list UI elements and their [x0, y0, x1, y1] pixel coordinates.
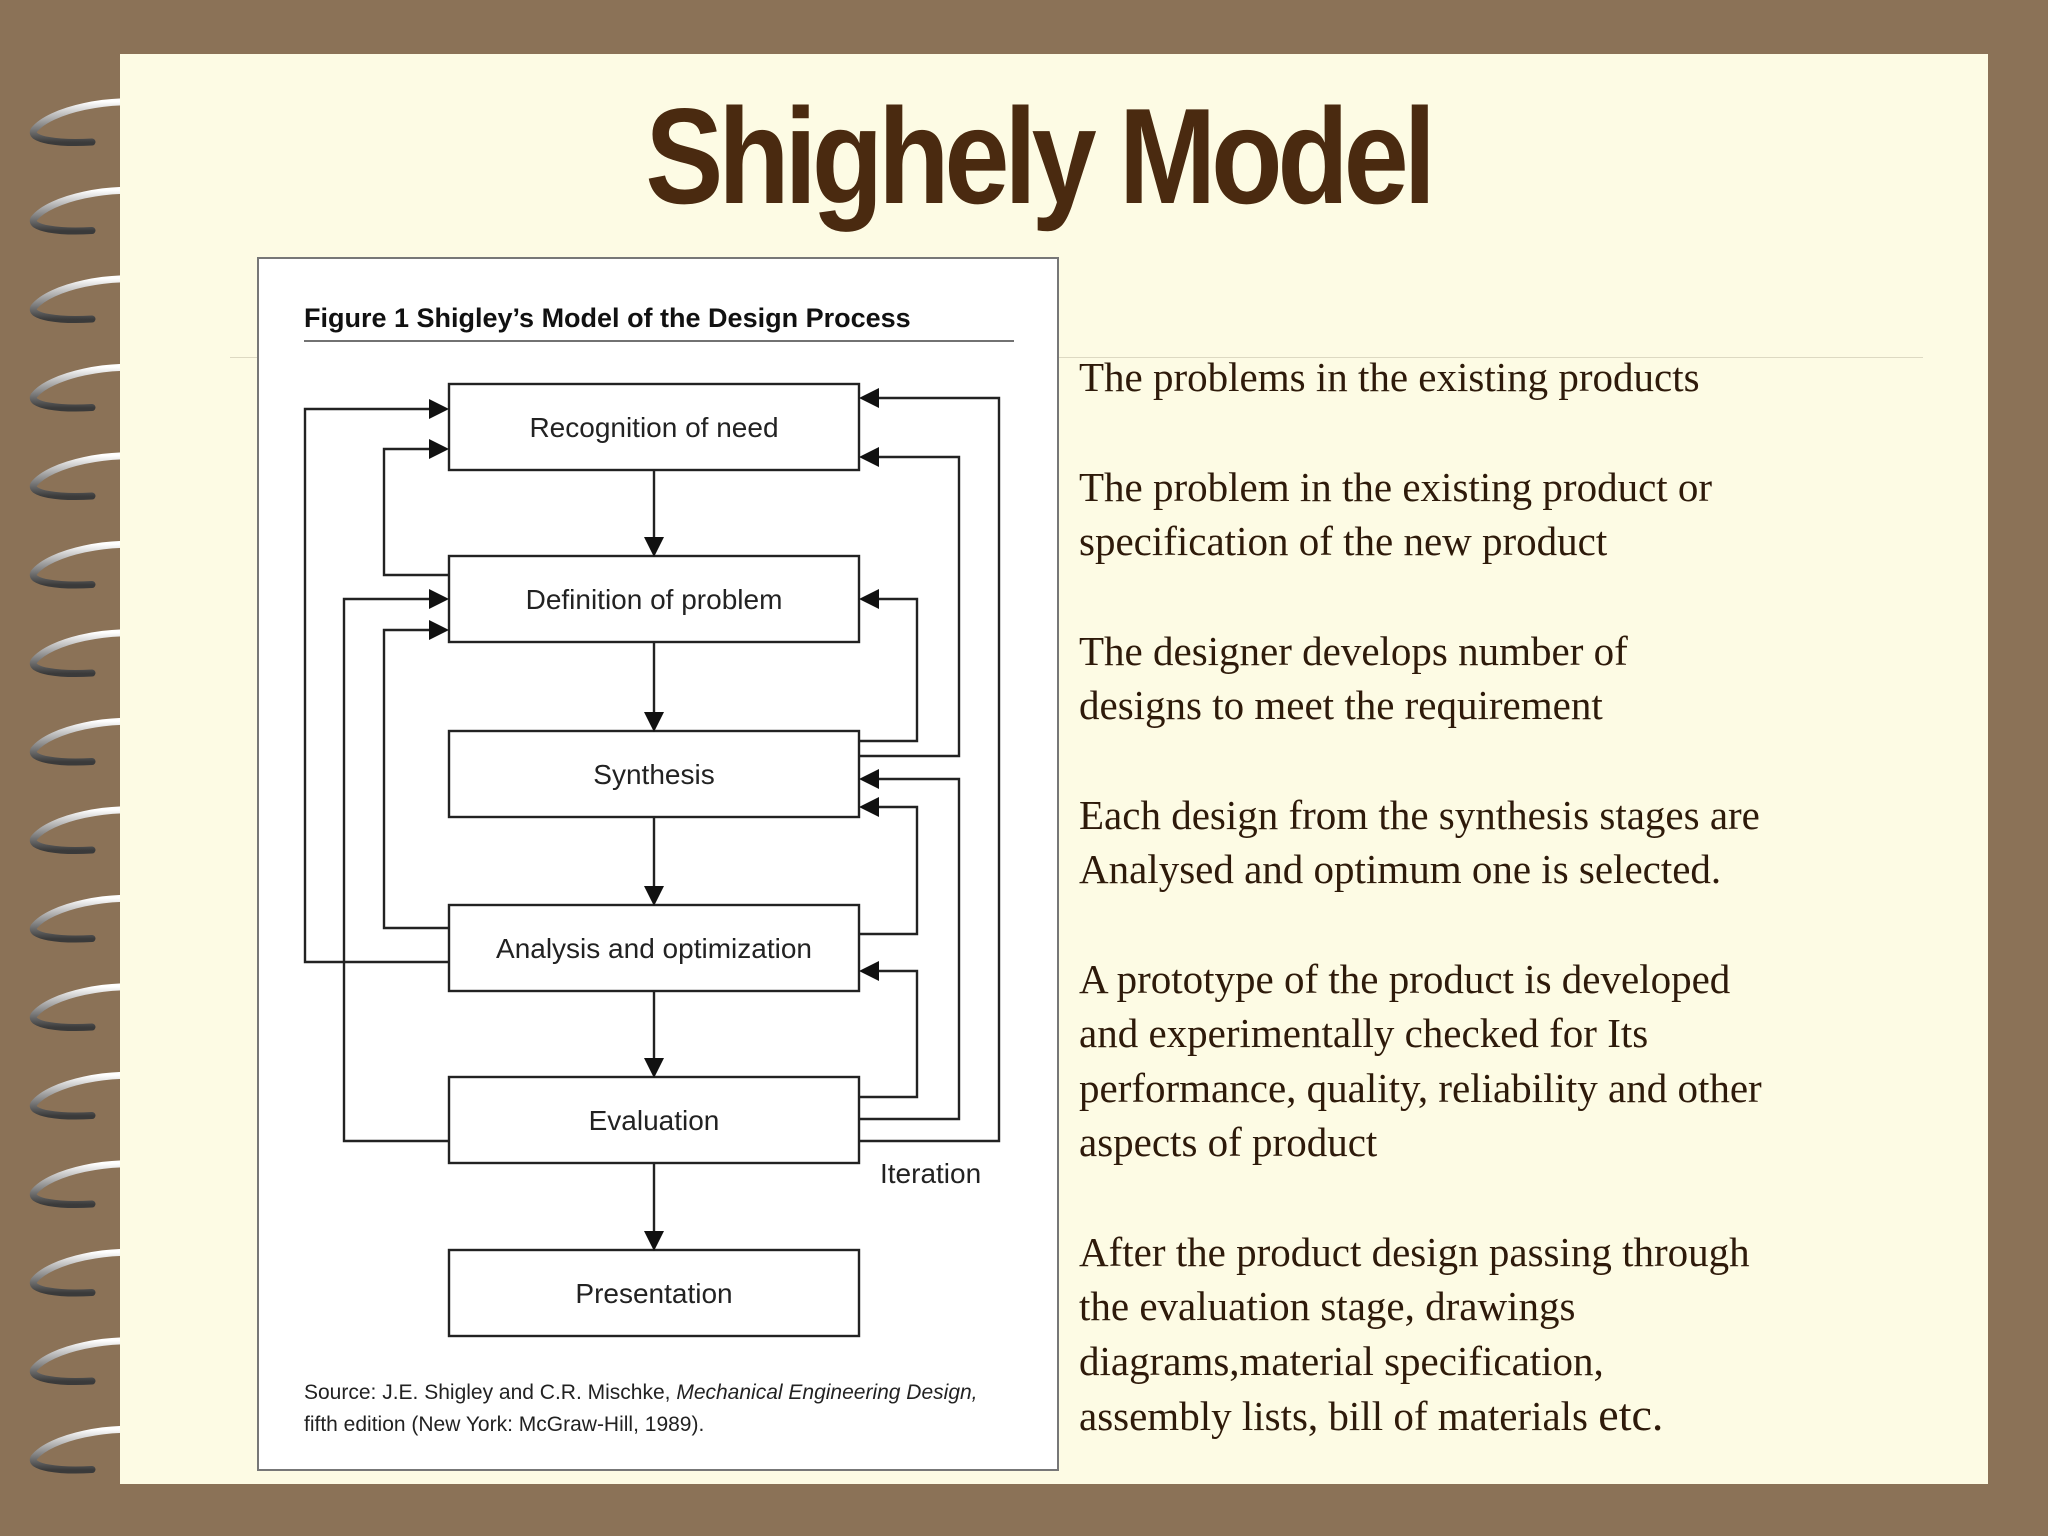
description-recognition: The problems in the existing products — [1079, 354, 1700, 400]
box-label: Presentation — [575, 1278, 732, 1309]
description-evaluation: A prototype of the product is developed … — [1079, 955, 1762, 1166]
box-recognition-of-need: Recognition of need — [447, 382, 861, 472]
page-rule-line — [230, 357, 1923, 358]
box-evaluation: Evaluation — [447, 1075, 861, 1165]
design-process-diagram: Figure 1 Shigley’s Model of the Design P… — [303, 303, 1014, 1436]
description-synthesis: The designer develops number of designs … — [1079, 627, 1628, 729]
box-presentation: Presentation — [447, 1248, 861, 1338]
box-label: Definition of problem — [526, 584, 783, 615]
box-label: Recognition of need — [529, 412, 778, 443]
flow-arrows-down — [644, 470, 664, 1251]
box-label: Evaluation — [589, 1105, 720, 1136]
description-analysis: Each design from the synthesis stages ar… — [1079, 791, 1760, 893]
figure-panel: Figure 1 Shigley’s Model of the Design P… — [257, 257, 1059, 1471]
description-presentation-text: After the product design passing through… — [1079, 1228, 1750, 1440]
slide-title: Shighely Model — [645, 80, 1436, 232]
source-line-2: fifth edition (New York: McGraw-Hill, 19… — [304, 1413, 704, 1436]
box-label: Synthesis — [593, 759, 714, 790]
right-iteration-loops — [859, 388, 1001, 1143]
box-synthesis: Synthesis — [447, 729, 861, 819]
description-presentation: After the product design passing through… — [1079, 1225, 1979, 1444]
figure-title: Figure 1 Shigley’s Model of the Design P… — [304, 303, 911, 333]
description-definition: The problem in the existing product or s… — [1079, 463, 1713, 565]
box-definition-of-problem: Definition of problem — [447, 554, 861, 644]
source-line-1: Source: J.E. Shigley and C.R. Mischke, M… — [304, 1381, 978, 1404]
iteration-label: Iteration — [880, 1158, 981, 1189]
box-analysis-and-optimization: Analysis and optimization — [447, 903, 861, 993]
description-presentation-etc: etc. — [1598, 1389, 1664, 1440]
box-label: Analysis and optimization — [496, 933, 812, 964]
left-feedback-loops — [303, 399, 449, 1143]
source-book-title: Mechanical Engineering Design, — [676, 1381, 977, 1404]
source-authors: Source: J.E. Shigley and C.R. Mischke, — [304, 1381, 676, 1404]
stage-descriptions: The problems in the existing products Th… — [1079, 350, 1979, 1499]
